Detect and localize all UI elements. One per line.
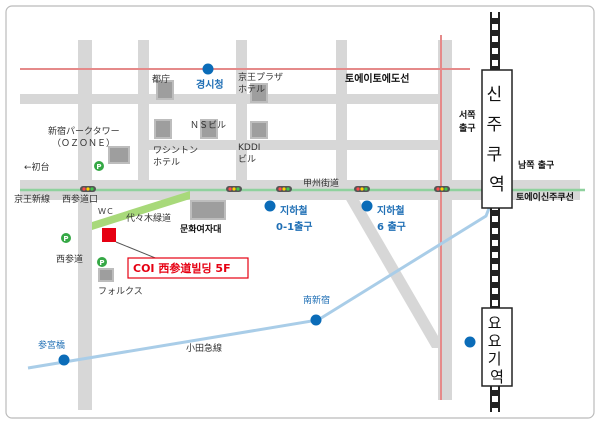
koshu-kaido-label: 甲州街道 bbox=[303, 177, 339, 189]
building-block-icon bbox=[250, 83, 268, 103]
buildings bbox=[98, 80, 268, 282]
tocho-label: 都庁 bbox=[152, 73, 170, 85]
destination-marker-icon bbox=[102, 228, 116, 242]
building-block-icon bbox=[108, 146, 130, 164]
building-block-icon bbox=[98, 268, 114, 282]
shinjuku-station-box bbox=[481, 69, 513, 209]
svg-text:P: P bbox=[63, 235, 68, 243]
building-block-icon bbox=[200, 119, 218, 139]
park-tower-label: 新宿パークタワー （ＯＺＯＮＥ） bbox=[48, 125, 123, 149]
yoyogi-ryokudo-label: 代々木緑道 bbox=[126, 212, 171, 224]
west-exit-label: 서쪽 출구 bbox=[459, 109, 479, 134]
wc-label: ＷＣ bbox=[98, 207, 114, 216]
shinjuku-station-label: 신 주 쿠 역 bbox=[486, 85, 507, 195]
yoyogi-station-label: 요 요 기 역 bbox=[488, 314, 507, 386]
odakyu-line-label: 小田急線 bbox=[186, 342, 222, 354]
destination-label-box bbox=[127, 257, 249, 279]
station-dot-icon bbox=[310, 314, 322, 326]
bunka-women-univ-label: 문화여자대 bbox=[180, 223, 221, 235]
subway-exit-6-label: 지하철 6 출구 bbox=[377, 204, 408, 233]
oedo-line-label: 토에이토에도선 bbox=[345, 72, 409, 85]
ns-building-label: ＮＳビル bbox=[190, 120, 226, 131]
road-h-2 bbox=[140, 140, 440, 150]
nishisando-label: 西参道 bbox=[56, 253, 83, 265]
traffic-signal-icon bbox=[226, 186, 242, 192]
station-dot-icon bbox=[361, 200, 373, 212]
washington-hotel-label: ワシントン ホテル bbox=[153, 146, 201, 168]
station-dot-icon bbox=[202, 63, 214, 75]
building-block-icon bbox=[190, 200, 226, 220]
folkus-label: フォルクス bbox=[98, 286, 143, 297]
svg-text:P: P bbox=[99, 259, 104, 267]
svg-text:P: P bbox=[96, 163, 101, 171]
stations bbox=[58, 63, 476, 366]
tochomae-label: 경시청 bbox=[196, 78, 224, 91]
kddi-building-label: KDDI ビル bbox=[238, 143, 263, 165]
station-dot-icon bbox=[58, 354, 70, 366]
parking-icon: P bbox=[97, 257, 107, 267]
traffic-signal-icon bbox=[276, 186, 292, 192]
building-block-icon bbox=[156, 80, 174, 100]
south-exit-label: 남쪽 출구 bbox=[518, 159, 554, 171]
road-v-tocho bbox=[138, 40, 149, 180]
keio-new-line-label: 京王新線 bbox=[14, 193, 50, 205]
yoyogi-station-box bbox=[481, 307, 513, 387]
hatsudai-label: ←初台 bbox=[24, 161, 50, 173]
jr-railway bbox=[490, 12, 500, 412]
traffic-signals bbox=[80, 186, 450, 192]
road-v-keio bbox=[236, 40, 247, 180]
coi-building-label: COI 西参道빌딩 5F bbox=[133, 261, 231, 275]
traffic-signal-icon bbox=[80, 186, 96, 192]
shinjuku-line-label: 토에이신주쿠선 bbox=[516, 191, 574, 203]
minami-shinjuku-label: 南新宿 bbox=[303, 294, 330, 306]
parking-icons: P P P bbox=[61, 161, 107, 267]
traffic-signal-icon bbox=[434, 186, 450, 192]
building-block-icon bbox=[154, 119, 172, 139]
road-nishisando bbox=[78, 40, 92, 410]
station-dot-icon bbox=[464, 336, 476, 348]
traffic-signal-icon bbox=[354, 186, 370, 192]
nishisando-guchi-label: 西参道口 bbox=[62, 193, 98, 205]
parking-icon: P bbox=[94, 161, 104, 171]
yoyogi-ryokudo-path bbox=[92, 191, 190, 230]
parking-icon: P bbox=[61, 233, 71, 243]
keio-plaza-label: 京王プラザ ホテル bbox=[238, 71, 286, 95]
building-block-icon bbox=[250, 121, 268, 139]
subway-exit-01-label: 지하철 0-1출구 bbox=[276, 204, 312, 233]
road-h-1 bbox=[20, 94, 440, 104]
road-v-kddi bbox=[336, 40, 347, 180]
sangubashi-label: 参宮橋 bbox=[38, 339, 65, 351]
station-dot-icon bbox=[264, 200, 276, 212]
